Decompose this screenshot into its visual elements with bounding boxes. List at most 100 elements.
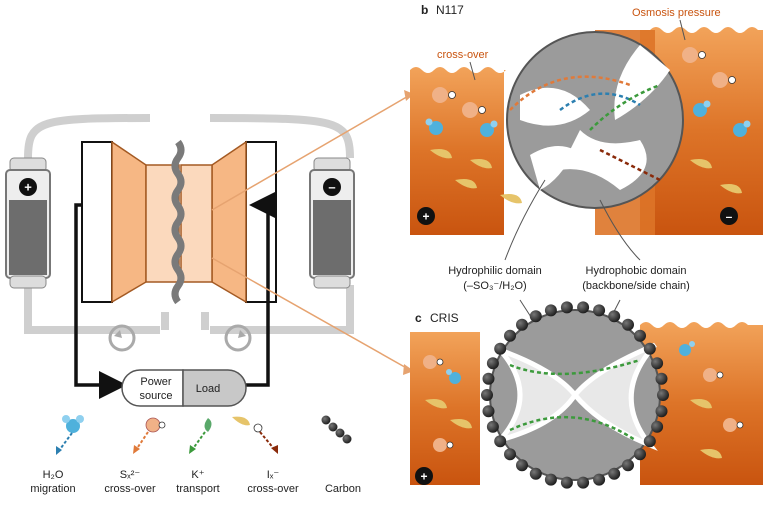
carbon-bead (560, 301, 573, 314)
molecule-cluster (423, 341, 744, 459)
potassium-arrow (509, 415, 636, 442)
potassium-arrow (509, 358, 641, 376)
carbon-bead (593, 304, 606, 317)
water-molecule-icon (56, 415, 84, 455)
carbon-bead (634, 448, 646, 461)
hydrophilic-channel (560, 130, 647, 190)
carbon-bead (643, 435, 656, 448)
hydrophilic-detail: (–SO₃⁻/H₂O) (463, 280, 526, 292)
right-electrode (180, 164, 213, 283)
tank-minus-sign: – (328, 180, 335, 195)
carbon-bead (560, 476, 573, 489)
carbon-bead (577, 301, 590, 314)
carbon-bead (516, 318, 528, 331)
molecule-cluster (425, 47, 751, 204)
hydrophobic-detail: (backbone/side chain) (582, 280, 690, 292)
pump-icon (224, 324, 252, 352)
flow-cell-schematic: + – Power source Load (5, 114, 355, 407)
panel-b-minus: – (726, 210, 733, 224)
crossover-label: cross-over (437, 49, 489, 61)
domain-callouts: Hydrophilic domain (–SO₃⁻/H₂O) Hydrophob… (448, 179, 690, 361)
circuit-wire-right (245, 191, 277, 387)
carbon-bead (593, 473, 606, 486)
carbon-coating (481, 301, 669, 489)
carbon-bead (651, 420, 664, 433)
hydrophilic-channel (520, 87, 590, 126)
legend-label: cross-over (247, 483, 299, 495)
left-flow-frame (111, 140, 147, 304)
carbon-bead (482, 405, 495, 418)
carbon-bead (634, 329, 646, 342)
carbon-bead (494, 342, 507, 355)
carbon-bead (643, 342, 656, 355)
carbon-bead (482, 372, 495, 385)
hydrophilic-title: Hydrophilic domain (448, 265, 542, 277)
pump-icon (108, 324, 136, 352)
panel-b-membrane: N117 (436, 3, 464, 17)
panel-c-letter: c (415, 311, 422, 325)
carbon-bead (622, 459, 634, 472)
right-end-plate (245, 141, 277, 303)
zoom-lines (211, 90, 414, 375)
carbon-bead (657, 389, 669, 401)
legend-label: H₂O (43, 469, 64, 481)
crossover-arrow (509, 75, 631, 111)
potassium-ion-icon (189, 418, 212, 454)
anolyte-pipe-top (209, 114, 354, 159)
panel-b-plus: + (422, 210, 429, 224)
legend-label: Carbon (325, 483, 361, 495)
hydrophilic-channel (530, 146, 575, 190)
potassium-arrow (589, 83, 661, 131)
carbon-bead (651, 357, 664, 370)
carbon-bead (655, 405, 668, 418)
legend-label: K⁺ (191, 469, 204, 481)
hydrophilic-channel (614, 45, 670, 120)
carbon-bead (486, 420, 499, 433)
legend-label: Iₓ⁻ (267, 469, 280, 481)
panel-c: c CRIS + (410, 301, 763, 489)
power-load-unit: Power source Load (121, 369, 247, 407)
polyiodide-icon (232, 416, 278, 454)
osmosis-label: Osmosis pressure (632, 7, 721, 19)
anolyte-pipe-bottom (210, 285, 354, 334)
left-end-plate (81, 141, 113, 303)
carbon-bead (577, 476, 590, 489)
carbon-bead (481, 389, 493, 401)
carbon-bead (608, 467, 621, 480)
panel-b-letter: b (421, 3, 428, 17)
carbon-bead (544, 473, 557, 486)
power-label: Power (140, 376, 172, 388)
carbon-bead (529, 467, 542, 480)
legend: H₂O migration Sₓ²⁻ cross-over K⁺ transpo… (30, 415, 361, 495)
carbon-bead (516, 459, 528, 472)
tank-plus-sign: + (24, 180, 32, 195)
panel-c-plus: + (420, 470, 427, 484)
carbon-bead (486, 357, 499, 370)
load-label: Load (196, 383, 220, 395)
polysulfide-icon (133, 417, 166, 454)
legend-label: migration (30, 483, 75, 495)
carbon-bead (494, 435, 507, 448)
carbon-bead (608, 310, 621, 323)
catholyte-pipe-bottom (24, 285, 160, 334)
legend-label: Sₓ²⁻ (120, 469, 141, 481)
legend-label: cross-over (104, 483, 156, 495)
legend-label: transport (176, 483, 219, 495)
catholyte-region (410, 332, 480, 485)
carbon-chain-icon (321, 415, 352, 444)
right-flow-frame (211, 140, 247, 304)
carbon-bead (655, 372, 668, 385)
carbon-bead (622, 318, 634, 331)
source-label: source (139, 390, 172, 402)
catholyte-tank: + (5, 157, 51, 289)
carbon-bead (504, 329, 516, 342)
membrane (171, 139, 185, 305)
carbon-bead (544, 304, 557, 317)
carbon-bead (529, 310, 542, 323)
panel-b: b N117 Osmosis pressure cross-over + – (410, 0, 763, 235)
anolyte-tank: – (309, 157, 355, 289)
catholyte-pipe-top (24, 114, 151, 159)
circuit-wire-left (74, 203, 127, 399)
water-arrow (559, 92, 641, 112)
